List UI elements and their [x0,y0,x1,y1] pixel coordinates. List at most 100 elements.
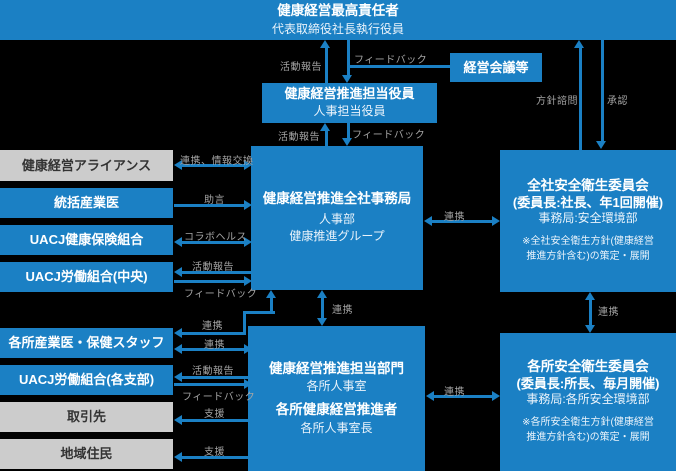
flow-line [347,40,350,76]
box-dept-office-sub1: 各所人事室 [306,379,367,394]
flow-label-feedback: フィードバック [182,392,256,403]
arrow-up-icon [585,292,595,300]
arrow-down-icon [342,75,352,83]
arrow-left-icon [174,372,182,382]
arrow-left-icon [174,452,182,462]
box-chief-occupational-physician-label: 統括産業医 [53,195,119,211]
flow-label-activity-report: 活動報告 [192,262,234,273]
box-site-safety-committee-chair: (委員長:所長、毎月開催) [516,376,660,392]
flow-line [243,311,275,314]
flow-line [601,40,604,142]
flow-line [180,271,252,274]
flow-label-advice: 助言 [204,195,225,206]
box-site-safety-committee-title: 各所安全衛生委員会 [527,359,649,375]
box-company-safety-committee-title: 全社安全衛生委員会 [527,178,649,194]
box-ceo-subtitle: 代表取締役社長執行役員 [271,21,404,36]
box-suppliers: 取引先 [0,402,173,432]
box-promotion-officer: 健康経営推進担当役員 人事担当役員 [262,83,437,123]
box-alliance: 健康経営アライアンス [0,150,173,181]
arrow-left-icon [174,267,182,277]
box-chief-occupational-physician: 統括産業医 [0,188,173,218]
flow-line [174,280,246,283]
box-local-residents: 地域住民 [0,439,173,469]
flow-line [174,383,246,386]
flow-label-link: 連携 [204,340,225,351]
flow-label-feedback: フィードバック [354,55,428,66]
box-promotion-officer-title: 健康経営推進担当役員 [284,86,415,102]
flow-label-feedback: フィードバック [352,130,426,141]
box-company-safety-committee-chair: (委員長:社長、年1回開催) [512,195,664,211]
arrow-left-icon [426,391,434,401]
arrow-down-icon [342,138,352,146]
flow-line [180,164,246,167]
flow-line [325,130,328,146]
arrow-up-icon [317,290,327,298]
arrow-right-icon [244,276,252,286]
box-health-insurance-union-label: UACJ健康保険組合 [29,232,144,248]
flow-line [347,123,350,139]
flow-line [180,348,246,351]
arrow-right-icon [244,237,252,247]
box-suppliers-label: 取引先 [66,409,106,425]
flow-label-support: 支援 [204,409,225,420]
flow-line [174,204,246,207]
flow-line [589,299,592,326]
arrow-right-icon [492,391,500,401]
box-central-office: 健康経営推進全社事務局 人事部 健康推進グループ [251,146,423,290]
box-labor-union-branches-label: UACJ労働組合(各支部) [18,372,155,388]
flow-line [430,220,494,223]
box-local-residents-label: 地域住民 [60,446,113,462]
arrow-left-icon [174,415,182,425]
box-dept-office: 健康経営推進担当部門 各所人事室 各所健康経営推進者 各所人事室長 [248,326,425,471]
flow-line [180,419,252,422]
flow-line [349,65,450,68]
flow-label-link: 連携 [444,387,465,398]
flow-label-approval: 承認 [607,96,628,107]
flow-label-activity-report: 活動報告 [192,366,234,377]
arrow-right-icon [244,344,252,354]
box-health-insurance-union: UACJ健康保険組合 [0,225,173,255]
box-dept-office-title2: 各所健康経営推進者 [275,402,398,417]
flow-label-link: 連携 [598,307,619,318]
arrow-right-icon [492,216,500,226]
arrow-right-icon [244,379,252,389]
flow-label-link: 連携 [444,212,465,223]
box-central-office-line3: 健康推進グループ [289,229,385,244]
box-labor-union-central-label: UACJ労働組合(中央) [25,269,148,285]
flow-label-link: 連携 [202,321,223,332]
flow-label-collabo-health: コラボヘルス [184,232,247,243]
box-dept-office-title: 健康経営推進担当部門 [269,360,404,376]
arrow-left-icon [174,328,182,338]
flow-line [432,395,494,398]
box-management-meeting-title: 経営会議等 [463,59,529,75]
arrow-right-icon [244,200,252,210]
flow-line [579,47,582,150]
box-promotion-officer-subtitle: 人事担当役員 [313,104,386,118]
flow-label-alliance: 連携、情報交換 [180,156,254,167]
arrow-up-icon [320,123,330,131]
box-company-safety-committee-note: ※全社安全衛生方針(健康経営 推進方針含む)の策定・展開 [522,235,654,262]
flow-label-support: 支援 [204,447,225,458]
flow-line [270,297,273,313]
arrow-up-icon [320,40,330,48]
flow-line [180,332,246,335]
box-labor-union-branches: UACJ労働組合(各支部) [0,365,173,395]
flow-label-activity-report: 活動報告 [280,62,322,73]
flow-label-feedback: フィードバック [184,289,258,300]
flow-line [180,456,252,459]
box-site-physicians-staff-label: 各所産業医・保健スタッフ [8,335,165,351]
box-site-safety-committee: 各所安全衛生委員会 (委員長:所長、毎月開催) 事務局:各所安全環境部 ※各所安… [500,333,676,471]
box-site-physicians-staff: 各所産業医・保健スタッフ [0,328,173,358]
flow-label-policy-consult: 方針諮問 [536,96,578,107]
flow-label-activity-report: 活動報告 [278,132,320,143]
flow-label-link: 連携 [332,305,353,316]
box-central-office-title: 健康経営推進全社事務局 [262,190,412,206]
box-company-safety-committee-secretariat: 事務局:安全環境部 [538,210,638,225]
arrow-left-icon [174,237,182,247]
flow-line [321,297,324,319]
box-management-meeting: 経営会議等 [450,53,542,82]
box-ceo: 健康経営最高責任者 代表取締役社長執行役員 [0,0,676,40]
arrow-left-icon [424,216,432,226]
box-ceo-title: 健康経営最高責任者 [277,2,399,18]
